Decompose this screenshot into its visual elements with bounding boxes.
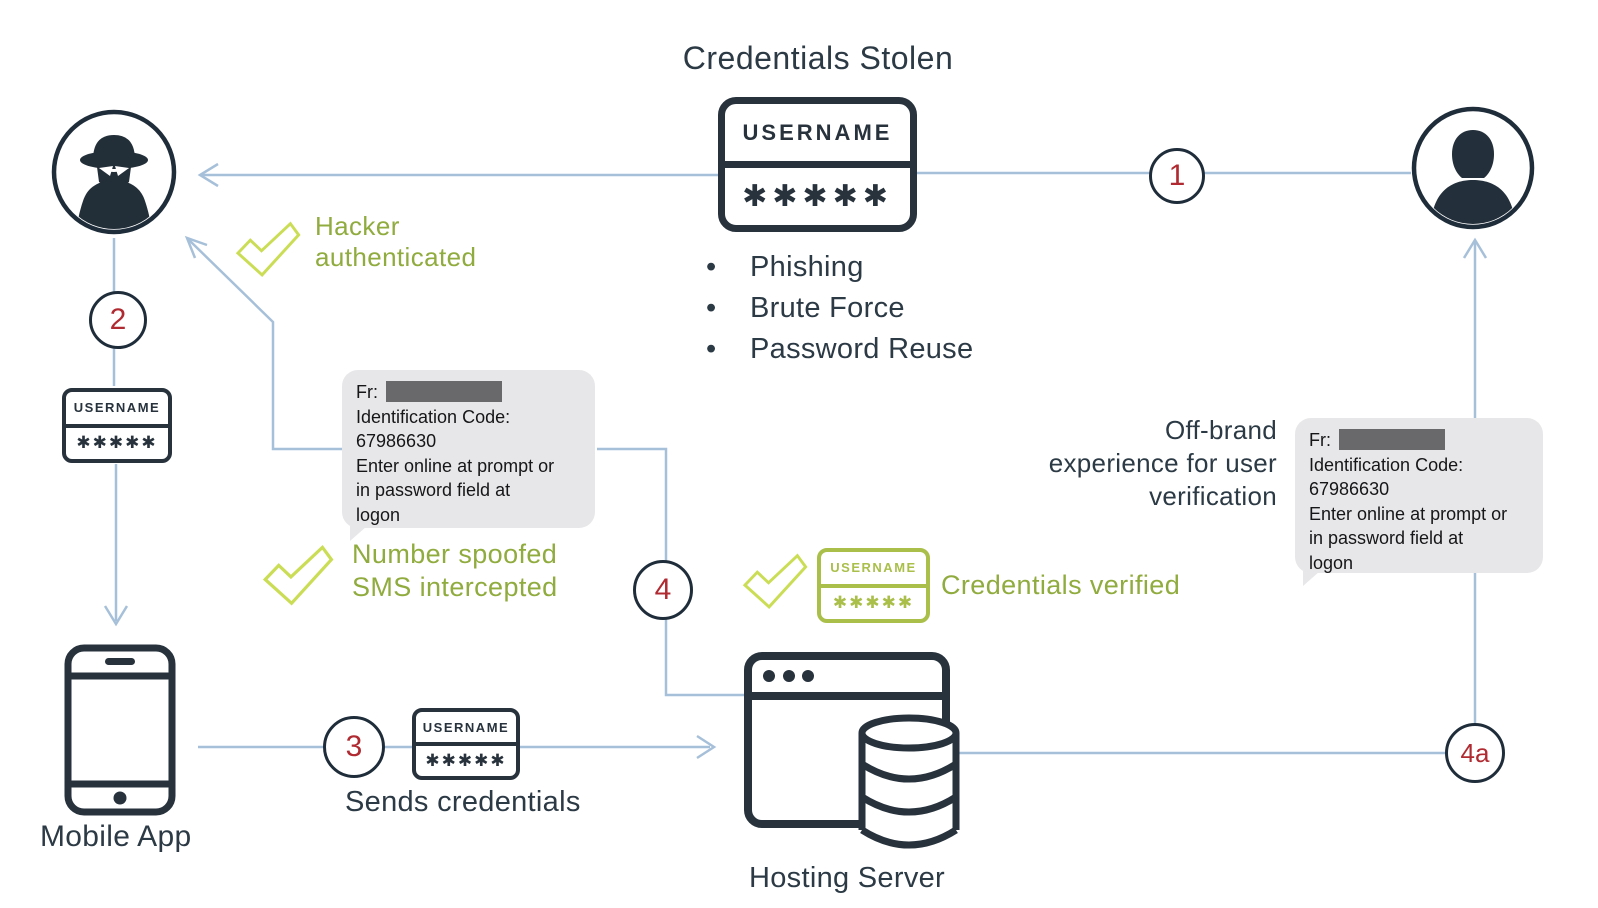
list-item: Password Reuse: [704, 329, 973, 370]
sms-bubble-user: Fr: Identification Code: 67986630 Enter …: [1295, 418, 1543, 586]
sms-text-line: logon: [356, 504, 401, 525]
step-badge-4a: 4a: [1445, 723, 1505, 783]
list-item: Brute Force: [704, 288, 973, 329]
sms-text-line: Enter online at prompt or: [356, 455, 555, 476]
credential-card-username: USERNAME: [830, 560, 917, 576]
callout-sends-credentials: Sends credentials: [345, 786, 581, 818]
step-badge-1: 1: [1149, 148, 1205, 204]
credential-card-username: USERNAME: [742, 119, 893, 145]
step-badge-4: 4: [633, 560, 693, 620]
callout-credentials-verified: Credentials verified: [941, 570, 1181, 600]
credential-card-sent: USERNAME ✱✱✱✱✱: [412, 708, 520, 780]
credential-card-password: ✱✱✱✱✱: [725, 161, 910, 225]
callout-line: experience for user: [1048, 448, 1277, 478]
callout-line: verification: [1149, 481, 1277, 511]
callout-off-brand: Off-brand experience for user verificati…: [977, 414, 1277, 513]
list-item: Phishing: [704, 247, 973, 288]
checkmark-icon: [262, 544, 334, 606]
sms-from-line: Fr:: [356, 380, 581, 405]
callout-line: Hacker: [315, 211, 400, 241]
attack-methods-list: Phishing Brute Force Password Reuse: [704, 247, 973, 370]
mobile-phone-icon: [64, 644, 176, 816]
callout-line: Number spoofed: [352, 539, 558, 569]
callout-line: Off-brand: [1164, 415, 1277, 445]
sms-text-line: Identification Code:: [1309, 454, 1464, 475]
redaction-bar: [386, 381, 502, 402]
sms-from-label: Fr:: [356, 382, 378, 402]
user-icon: [1411, 106, 1535, 230]
page-title: Credentials Stolen: [682, 40, 954, 76]
sms-text-line: 67986630: [356, 431, 437, 451]
credential-card-username: USERNAME: [73, 400, 161, 416]
hacker-icon: [51, 109, 177, 235]
credential-card-password: ✱✱✱✱✱: [416, 742, 516, 776]
arrow-sms-to-hacker: [188, 239, 342, 451]
credential-card-verified: USERNAME ✱✱✱✱✱: [817, 548, 930, 623]
sms-text-line: logon: [1309, 552, 1354, 573]
callout-number-spoofed: Number spoofed SMS intercepted: [352, 538, 558, 604]
arrowhead-left: [197, 162, 219, 188]
hosting-server-label: Hosting Server: [749, 862, 945, 894]
credential-card-stolen: USERNAME ✱✱✱✱✱: [718, 97, 917, 232]
credential-card-hacker: USERNAME ✱✱✱✱✱: [62, 388, 172, 463]
step-badge-2: 2: [89, 291, 147, 349]
redaction-bar: [1339, 429, 1445, 450]
callout-line: SMS intercepted: [352, 572, 558, 602]
credential-card-password: ✱✱✱✱✱: [66, 423, 168, 460]
sms-text-line: Identification Code:: [356, 406, 511, 427]
checkmark-icon: [235, 221, 301, 278]
sms-from-label: Fr:: [1309, 430, 1331, 450]
sms-from-line: Fr:: [1309, 428, 1529, 453]
checkmark-icon: [742, 553, 808, 610]
arrowhead-down: [103, 605, 129, 627]
sms-text-line: in password field at: [1309, 528, 1464, 548]
mobile-app-label: Mobile App: [40, 820, 192, 853]
sms-text-line: 67986630: [1309, 479, 1390, 499]
database-icon: [858, 714, 960, 849]
arrowhead-right: [696, 734, 717, 760]
step-badge-3: 3: [323, 716, 385, 778]
arrowhead-diagonal: [184, 235, 208, 259]
sms-bubble-intercepted: Fr: Identification Code: 67986630 Enter …: [342, 370, 595, 541]
credential-card-username: USERNAME: [422, 719, 510, 735]
callout-hacker-authenticated: Hacker authenticated: [315, 211, 476, 273]
sms-text-line: Enter online at prompt or: [1309, 503, 1508, 524]
credential-card-password: ✱✱✱✱✱: [821, 583, 926, 620]
callout-line: authenticated: [315, 242, 477, 272]
arrowhead-up: [1462, 237, 1488, 259]
sms-text-line: in password field at: [356, 480, 511, 500]
